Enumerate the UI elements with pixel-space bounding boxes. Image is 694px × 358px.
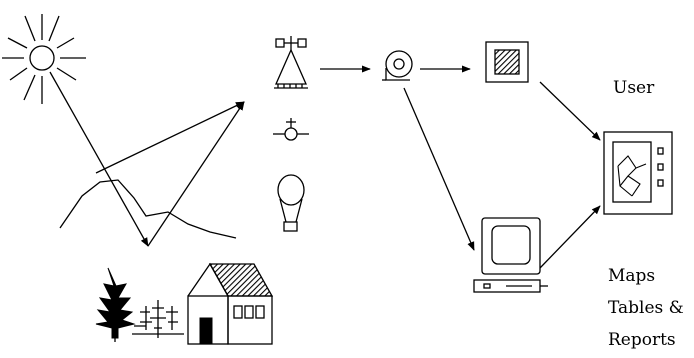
user-label: User: [613, 78, 655, 98]
arrow-to-computer: [403, 87, 475, 251]
reflected-ray: [147, 101, 245, 247]
terrain-profile: [59, 179, 237, 239]
arrow-computer-to-user: [539, 205, 601, 269]
arrow-image-to-user: [539, 81, 601, 141]
computer-terminal-icon: [473, 217, 548, 293]
output-label-reports: Reports: [608, 330, 676, 350]
shrubs-icon: [132, 300, 184, 338]
tree-icon: [95, 267, 136, 342]
user-map-display-icon: [603, 131, 673, 215]
incident-ray: [49, 71, 149, 247]
scattered-ray: [95, 101, 245, 174]
balloon-icon: [277, 174, 305, 232]
ground-receiver-icon: [382, 50, 413, 81]
sun-icon: [2, 14, 86, 104]
image-frame-icon: [485, 41, 529, 83]
satellite-icon: [274, 36, 308, 89]
output-label-maps: Maps: [608, 266, 656, 286]
output-label-tables: Tables &: [608, 298, 684, 318]
aircraft-icon: [273, 118, 309, 141]
house-icon: [187, 262, 274, 345]
